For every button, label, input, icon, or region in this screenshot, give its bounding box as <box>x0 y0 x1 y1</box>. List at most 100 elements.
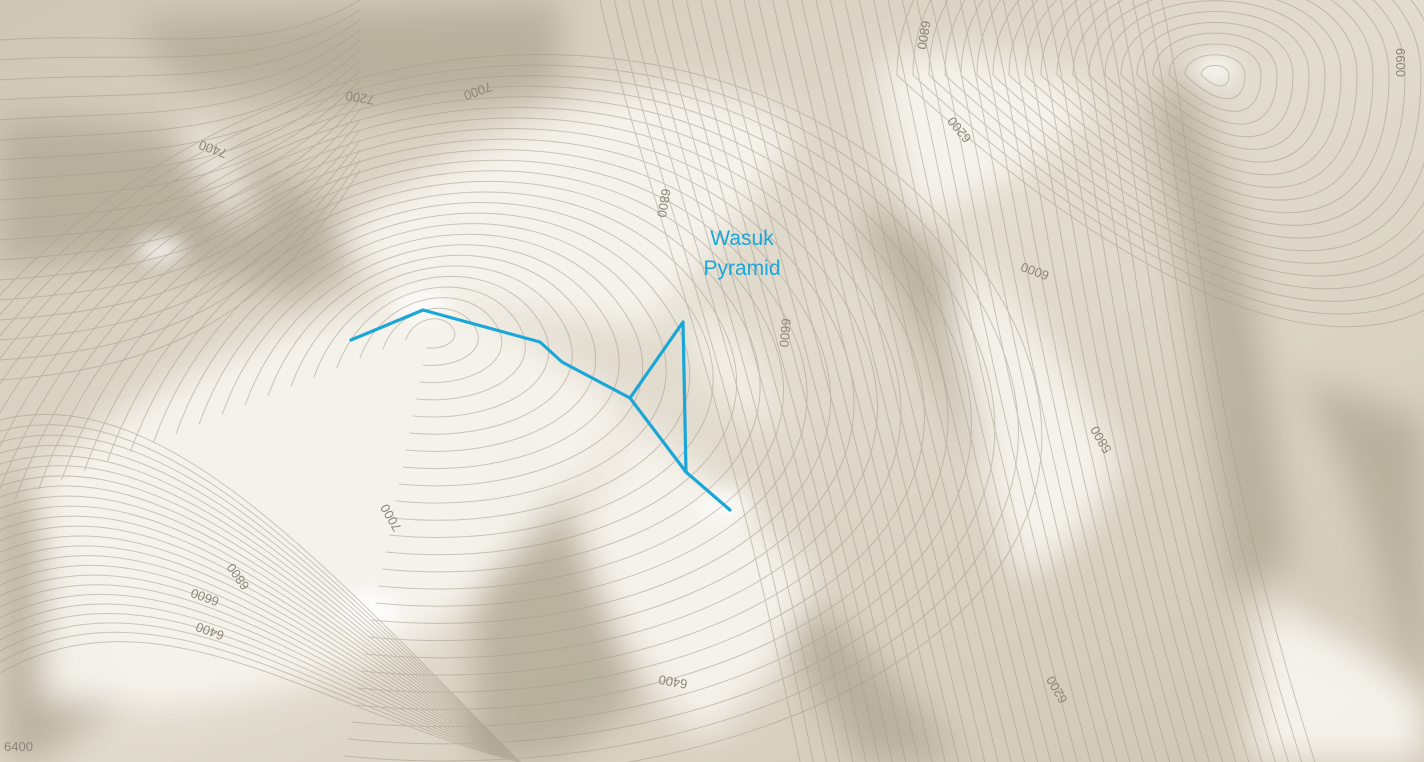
contour-line <box>873 0 1052 762</box>
contour-line <box>1056 0 1374 201</box>
contour-line <box>0 109 361 261</box>
contour-line <box>858 0 1039 762</box>
contour-line <box>38 149 831 624</box>
contour-line <box>729 0 920 762</box>
contour-line <box>916 0 1091 762</box>
contour-line <box>0 106 925 693</box>
contour-line <box>0 169 361 381</box>
contour-line <box>1017 0 1184 762</box>
contour-line <box>1040 0 1390 214</box>
peak-label-line2: Pyramid <box>703 257 781 280</box>
contour-line <box>175 212 691 521</box>
contour-line <box>15 138 855 641</box>
contour-line <box>0 117 902 676</box>
contour-line <box>1060 0 1223 762</box>
contour-line <box>0 465 521 762</box>
contour-line <box>0 564 521 762</box>
contour-line <box>0 39 361 121</box>
contour-label: 6400 <box>4 739 33 754</box>
contour-line <box>0 69 361 181</box>
contour-line <box>0 79 361 201</box>
contour-line <box>757 0 946 762</box>
contour-line <box>0 424 521 762</box>
contour-line <box>0 495 521 762</box>
contour-label: 6600 <box>1393 48 1408 77</box>
contour-line <box>786 0 973 762</box>
contour-line <box>896 0 1424 328</box>
contour-line <box>290 265 573 435</box>
contour-line <box>988 0 1157 762</box>
contour-line <box>0 603 521 762</box>
contour-line <box>1088 0 1342 176</box>
contour-line <box>60 159 808 607</box>
contour-line <box>1045 0 1210 762</box>
contour-label: 6400 <box>657 672 688 692</box>
contour-line <box>0 54 1043 762</box>
contour-line <box>129 191 737 556</box>
route-loop[interactable] <box>628 320 688 474</box>
contour-line <box>599 0 801 762</box>
contour-line <box>0 89 361 221</box>
contour-line <box>0 149 361 341</box>
contour-line <box>613 0 814 762</box>
peak-label-line1: Wasuk <box>710 227 774 250</box>
contour-line <box>1132 0 1289 762</box>
contour-line <box>0 119 361 281</box>
contour-line <box>772 0 959 762</box>
contour-line <box>336 286 526 401</box>
contour-line <box>0 29 361 101</box>
contour-line <box>1146 0 1303 762</box>
contour-line <box>0 485 521 762</box>
contour-line <box>0 9 361 61</box>
contour-line <box>992 0 1424 252</box>
contour-line <box>0 555 521 762</box>
contour-line <box>0 96 949 710</box>
peak-label-wasuk-pyramid[interactable]: Wasuk Pyramid <box>684 224 800 284</box>
contour-line <box>801 0 986 762</box>
contour-line <box>359 297 503 384</box>
contour-line <box>0 99 361 241</box>
contour-line <box>1168 43 1262 112</box>
contour-line <box>1089 0 1250 762</box>
contour-line <box>901 0 1078 762</box>
contour-line <box>1120 11 1310 150</box>
contour-label: 6600 <box>776 318 793 348</box>
contour-line <box>1117 0 1276 762</box>
contour-line <box>152 202 714 538</box>
contour-line <box>0 139 361 321</box>
contour-line <box>815 0 999 762</box>
contour-line <box>944 0 1424 290</box>
contour-line <box>743 0 933 762</box>
contour-line <box>930 0 1105 762</box>
contour-line <box>945 0 1118 762</box>
route-ridge-segment[interactable] <box>349 308 632 400</box>
contour-line <box>0 535 521 762</box>
contour-line <box>0 128 878 659</box>
route-overlay[interactable] <box>349 308 732 512</box>
contour-line <box>0 593 521 762</box>
route-descent-segment[interactable] <box>684 470 732 512</box>
contour-line <box>685 0 880 762</box>
contour-line <box>0 414 521 762</box>
contour-line <box>844 0 1025 762</box>
contour-line <box>928 0 1424 302</box>
contour-line <box>912 0 1424 315</box>
contour-line <box>1008 0 1422 239</box>
contour-line <box>973 0 1144 762</box>
contour-line <box>405 318 456 349</box>
contour-line <box>0 631 521 762</box>
contour-line <box>0 574 521 762</box>
contour-line <box>1161 0 1316 762</box>
contour-line <box>0 19 361 81</box>
contour-line <box>0 641 521 762</box>
contour-line <box>1104 0 1326 163</box>
contour-line <box>267 254 597 452</box>
contour-line <box>0 515 521 762</box>
contour-line <box>0 525 521 762</box>
contour-line <box>1184 54 1246 100</box>
contour-line <box>1031 0 1197 762</box>
contour-line <box>1152 32 1278 125</box>
